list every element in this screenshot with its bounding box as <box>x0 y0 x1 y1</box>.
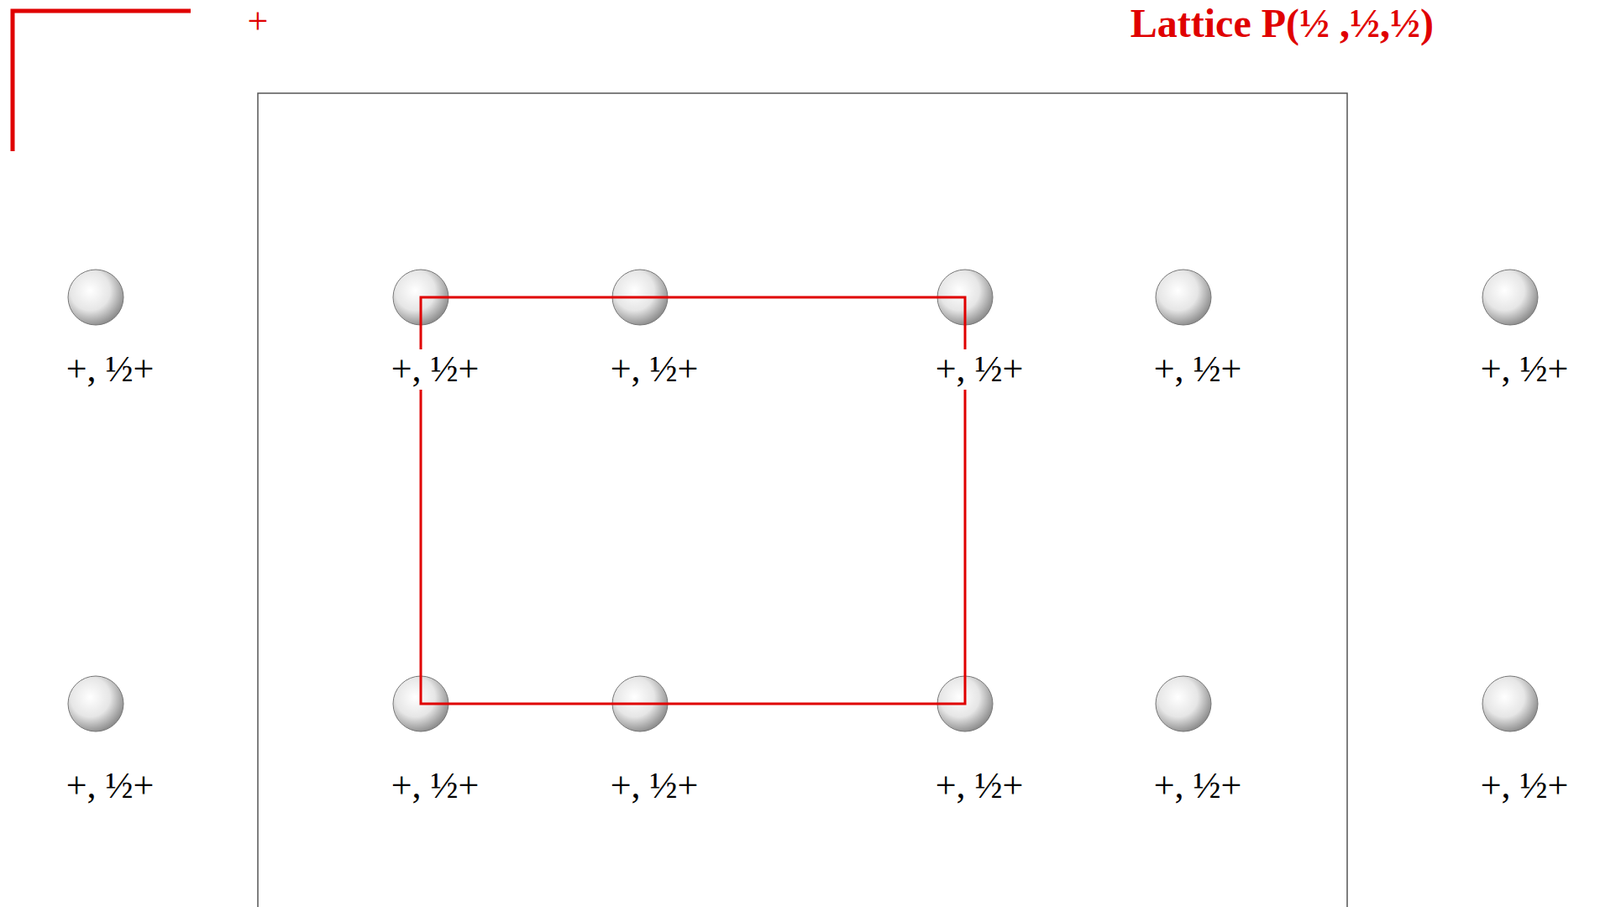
sign-mark: + <box>247 1 269 42</box>
frame <box>257 93 1348 907</box>
coordinate-label: +, ½+ <box>63 349 158 390</box>
coordinate-label: +, ½+ <box>933 765 1027 807</box>
coordinate-label: +, ½+ <box>1478 349 1572 390</box>
unit-cell <box>420 297 966 704</box>
coordinate-label: +, ½+ <box>1478 765 1572 807</box>
coordinate-label: +, ½+ <box>608 765 702 807</box>
lattice-points <box>68 269 1538 732</box>
coordinate-label: +, ½+ <box>933 349 1027 390</box>
corner-bracket <box>12 10 191 152</box>
title: Lattice P(½ ,½,½) <box>1130 1 1434 47</box>
coordinate-label: +, ½+ <box>63 765 158 807</box>
coordinate-label: +, ½+ <box>608 349 702 390</box>
coordinate-label: +, ½+ <box>388 765 483 807</box>
coordinate-label: +, ½+ <box>1151 765 1245 807</box>
coordinate-label: +, ½+ <box>1151 349 1245 390</box>
coordinate-label: +, ½+ <box>388 349 483 390</box>
